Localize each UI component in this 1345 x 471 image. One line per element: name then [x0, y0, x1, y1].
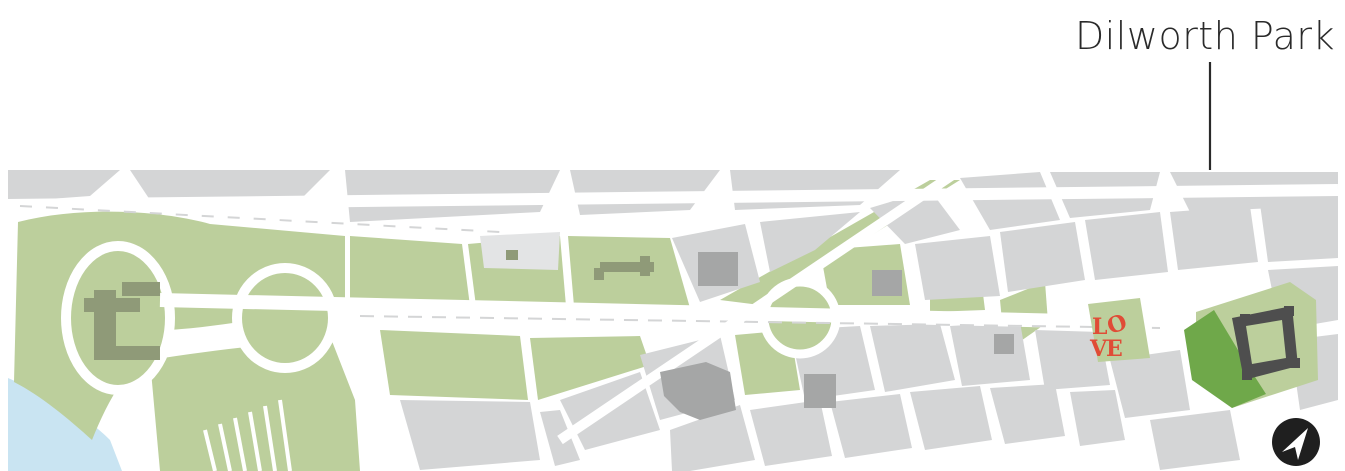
small-building [506, 250, 518, 260]
diagonal-rail [557, 170, 963, 445]
northern-avenue-dashes [19, 205, 501, 233]
love-park [1088, 298, 1150, 362]
light-block [480, 232, 560, 270]
parkway-green-4 [380, 330, 528, 400]
schuylkill-river [8, 378, 122, 471]
love-letter-v: V [1089, 336, 1108, 362]
northern-avenue [8, 184, 1338, 211]
museum-oval-park [61, 241, 175, 395]
north-arrow-icon [1272, 418, 1320, 466]
city-hall-courtyard [1246, 320, 1286, 364]
parkway-green-5 [530, 336, 650, 400]
art-museum-building [84, 282, 160, 360]
love-sculpture: L O V E [1089, 309, 1131, 362]
love-letter-l: L [1092, 314, 1107, 340]
park-south-wedge [150, 336, 360, 471]
library-building [698, 252, 738, 286]
rodin-complex [594, 256, 654, 280]
garage-building [994, 334, 1014, 354]
love-letter-e: E [1106, 336, 1123, 362]
parkway-median [359, 315, 1161, 329]
franklin-institute [660, 362, 736, 420]
parkway-green-1 [350, 236, 470, 306]
dilworth-park-label: Dilworth Park [1074, 14, 1335, 58]
city-hall-towers [1240, 306, 1300, 380]
benjamin-franklin-parkway [159, 293, 1201, 331]
dilworth-park [1184, 310, 1266, 408]
oval-park-east [232, 263, 338, 373]
striped-lot [203, 399, 292, 471]
museum-building [804, 374, 836, 408]
school-building [872, 270, 902, 296]
